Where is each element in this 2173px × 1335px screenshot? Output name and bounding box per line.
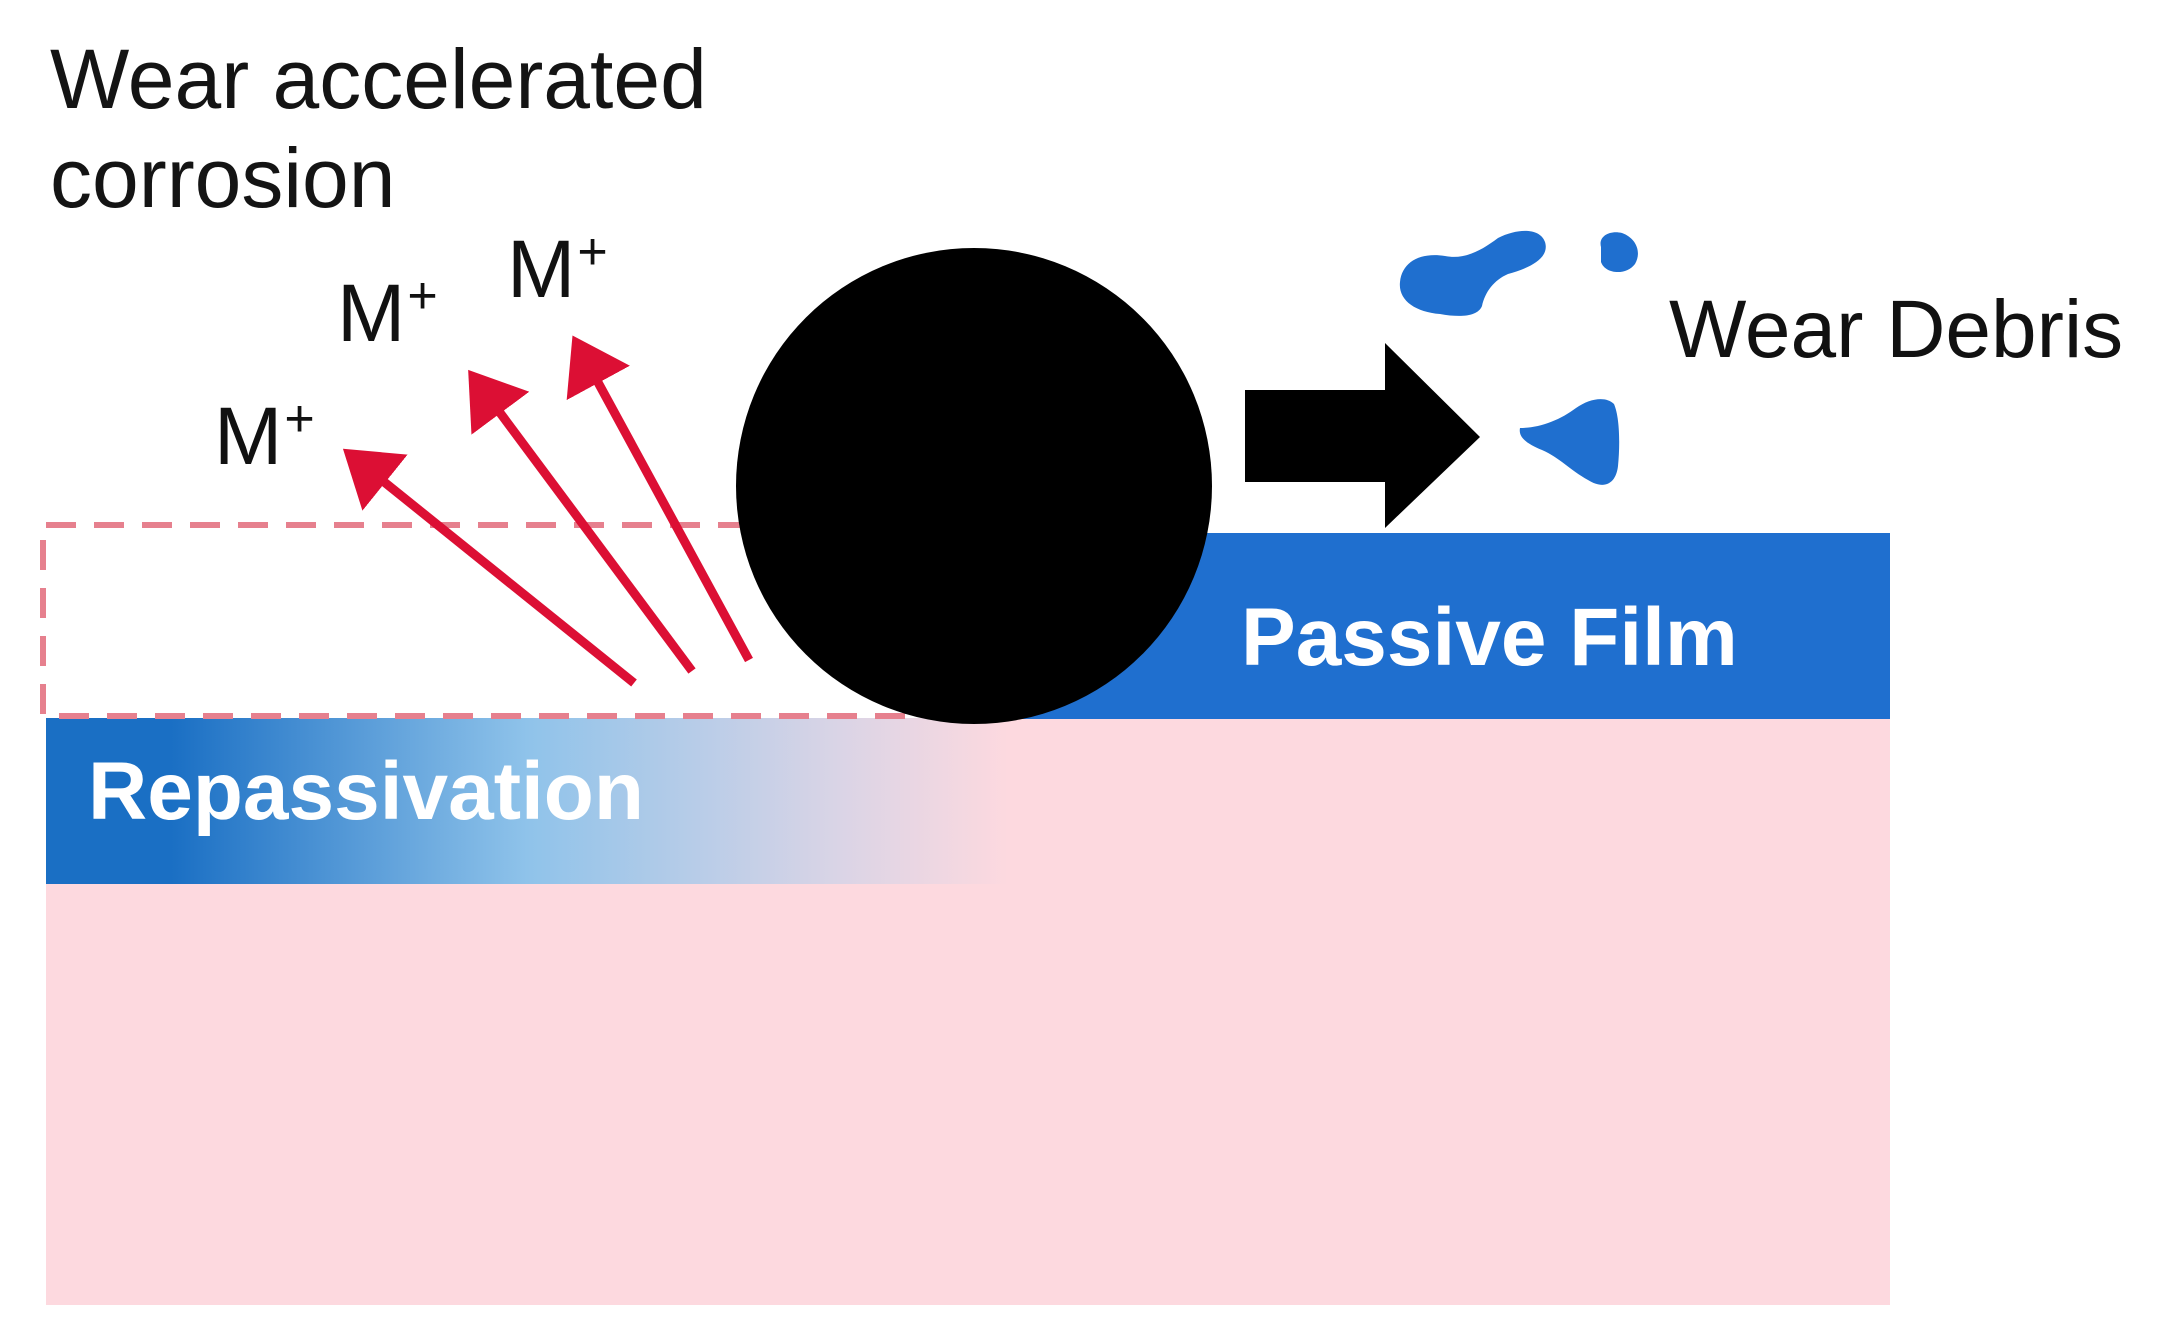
ion-charge: + bbox=[284, 390, 315, 448]
metal-ion-label-1: M+ bbox=[214, 393, 315, 478]
wear-debris-particle-1 bbox=[1399, 230, 1546, 316]
removed-film-outline bbox=[40, 522, 905, 719]
counterface-ball bbox=[736, 248, 1212, 724]
repassivation-label: Repassivation bbox=[88, 746, 644, 837]
passive-film-label: Passive Film bbox=[1241, 592, 1738, 683]
metal-ion-label-2: M+ bbox=[337, 270, 438, 355]
ion-symbol: M bbox=[214, 391, 283, 482]
wear-debris-label: Wear Debris bbox=[1669, 284, 2124, 375]
ion-charge: + bbox=[407, 267, 438, 325]
sliding-direction-arrow bbox=[1245, 343, 1480, 528]
ion-arrow-3 bbox=[566, 335, 753, 663]
ion-arrow-2 bbox=[468, 369, 696, 674]
ion-symbol: M bbox=[337, 268, 406, 359]
ion-arrow-1 bbox=[342, 448, 637, 687]
ion-symbol: M bbox=[507, 224, 576, 315]
metal-ion-label-3: M+ bbox=[507, 226, 608, 311]
wear-debris-particle-3 bbox=[1519, 399, 1620, 485]
ion-charge: + bbox=[577, 223, 608, 281]
diagram-title: Wear accelerated corrosion bbox=[50, 32, 707, 225]
wear-debris-particle-2 bbox=[1600, 232, 1638, 273]
repassivation-layer bbox=[46, 718, 1008, 884]
